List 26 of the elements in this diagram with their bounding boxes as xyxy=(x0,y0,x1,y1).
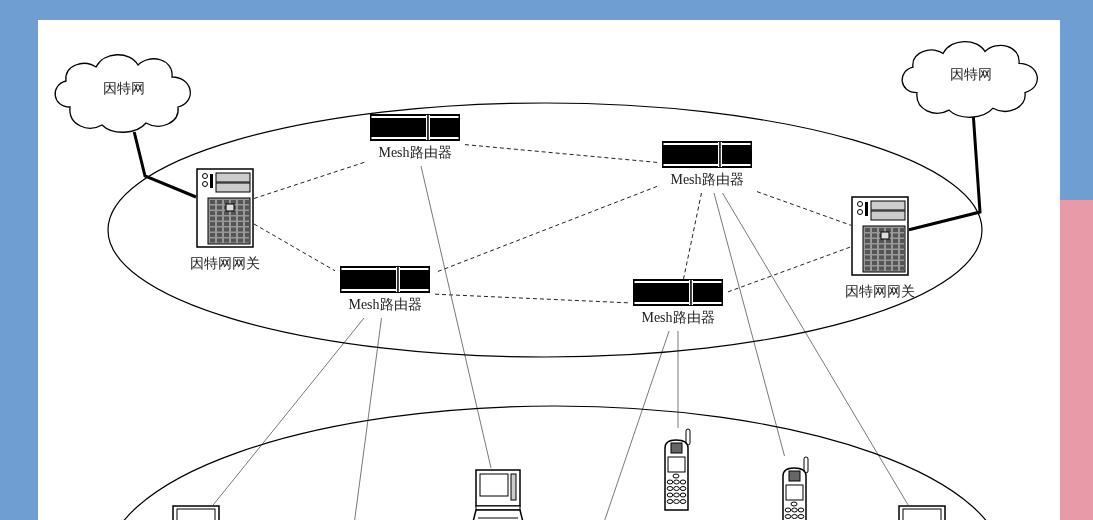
wireless-link xyxy=(727,246,852,293)
connection-line xyxy=(722,192,909,506)
cloud-label: 因特网 xyxy=(948,66,993,83)
wireless-link xyxy=(756,191,852,226)
router-label: Mesh路由器 xyxy=(640,310,716,326)
wireless-link xyxy=(253,223,336,272)
router-label: Mesh路由器 xyxy=(669,172,745,188)
wireless-link xyxy=(434,293,629,304)
connection-line xyxy=(132,131,197,199)
router-label: Mesh路由器 xyxy=(377,145,453,161)
connection-line xyxy=(908,116,982,232)
wireless-link xyxy=(464,144,658,163)
phone-icon xyxy=(662,428,694,514)
connection-line xyxy=(713,192,785,457)
gateway-label: 因特网网关 xyxy=(844,284,916,300)
laptop-icon xyxy=(470,468,526,520)
router-label: Mesh路由器 xyxy=(347,297,423,313)
cloud-label: 因特网 xyxy=(101,80,146,97)
wireless-link xyxy=(253,161,366,199)
wireless-link xyxy=(683,192,702,280)
connection-line xyxy=(677,330,679,429)
gateway-label: 因特网网关 xyxy=(189,256,261,272)
phone-icon xyxy=(780,456,812,520)
connection-line xyxy=(420,165,492,469)
connection-line xyxy=(351,317,382,520)
connection-line xyxy=(212,317,365,506)
